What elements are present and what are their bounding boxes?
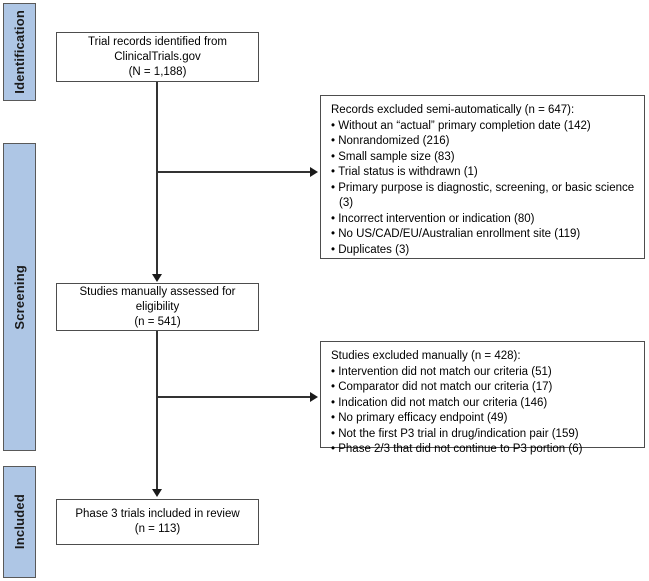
box-studies-excluded-manual-list: Intervention did not match our criteria … (331, 365, 635, 458)
box-studies-assessed-text: Studies manually assessed for eligibilit… (80, 285, 236, 330)
list-item: Nonrandomized (216) (331, 134, 635, 150)
list-item: Intervention did not match our criteria … (331, 365, 635, 381)
list-item: Indication did not match our criteria (1… (331, 396, 635, 412)
connector-to-excluded-auto (156, 171, 313, 173)
box-records-identified-line2: ClinicalTrials.gov (114, 50, 201, 63)
connector-identified-to-assessed (156, 82, 158, 275)
list-item: Phase 2/3 that did not continue to P3 po… (331, 442, 635, 458)
connector-assessed-to-included (156, 331, 158, 490)
list-item: Incorrect intervention or indication (80… (331, 212, 635, 228)
stage-label-identification: Identification (3, 3, 36, 101)
arrow-down-icon (152, 274, 162, 282)
stage-label-identification-text: Identification (12, 10, 27, 94)
list-item: Comparator did not match our criteria (1… (331, 380, 635, 396)
stage-label-screening-text: Screening (12, 264, 27, 330)
list-item: Duplicates (3) (331, 243, 635, 259)
stage-label-included: Included (3, 466, 36, 578)
list-item: No US/CAD/EU/Australian enrollment site … (331, 227, 635, 243)
box-trials-included-line1: Phase 3 trials included in review (75, 508, 240, 520)
box-trials-included-line2: (n = 113) (134, 523, 181, 535)
box-records-identified-line3: (N = 1,188) (128, 65, 187, 78)
box-studies-assessed-line2: eligibility (135, 300, 180, 313)
box-records-identified-line1: Trial records identified from (88, 35, 227, 48)
list-item: Small sample size (83) (331, 150, 635, 166)
box-trials-included: Phase 3 trials included in review (n = 1… (56, 499, 259, 545)
box-records-excluded-auto: Records excluded semi-automatically (n =… (320, 95, 645, 259)
stage-label-included-text: Included (12, 494, 27, 550)
list-item: Trial status is withdrawn (1) (331, 165, 635, 181)
box-studies-assessed-line1: Studies manually assessed for (79, 285, 236, 298)
box-studies-assessed-line3: (n = 541) (134, 315, 181, 328)
list-item: Without an “actual” primary completion d… (331, 119, 635, 135)
arrow-down-icon (152, 489, 162, 497)
arrow-right-icon (310, 392, 318, 402)
box-records-identified-text: Trial records identified from ClinicalTr… (88, 35, 227, 80)
list-item: Primary purpose is diagnostic, screening… (331, 181, 635, 212)
connector-to-excluded-manual (156, 396, 313, 398)
box-studies-excluded-manual: Studies excluded manually (n = 428): Int… (320, 341, 645, 455)
box-studies-excluded-manual-title: Studies excluded manually (n = 428): (331, 350, 521, 362)
list-item: Not the first P3 trial in drug/indicatio… (331, 427, 635, 443)
box-trials-included-text: Phase 3 trials included in review (n = 1… (75, 507, 239, 537)
arrow-right-icon (310, 167, 318, 177)
list-item: No primary efficacy endpoint (49) (331, 411, 635, 427)
box-records-excluded-auto-title: Records excluded semi-automatically (n =… (331, 104, 575, 116)
box-records-excluded-auto-list: Without an “actual” primary completion d… (331, 119, 635, 259)
box-studies-assessed: Studies manually assessed for eligibilit… (56, 283, 259, 331)
box-records-identified: Trial records identified from ClinicalTr… (56, 32, 259, 82)
stage-label-screening: Screening (3, 143, 36, 451)
